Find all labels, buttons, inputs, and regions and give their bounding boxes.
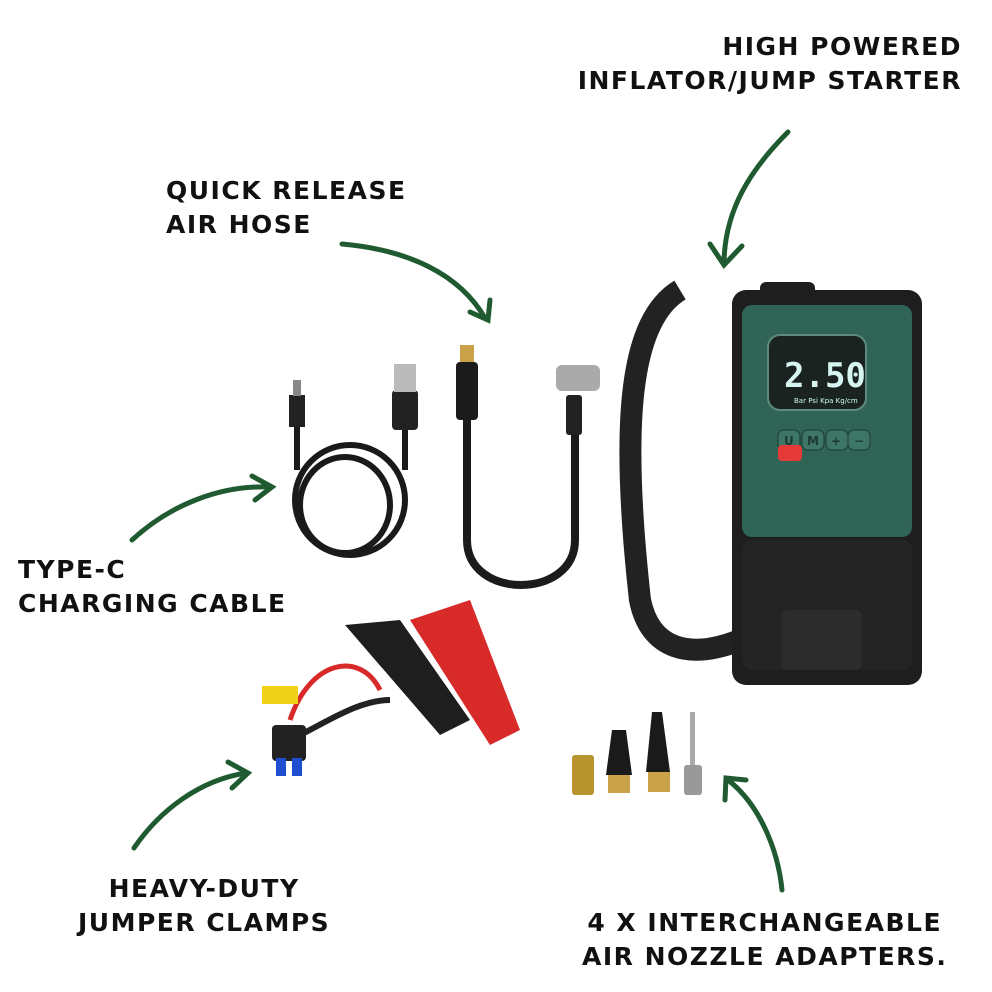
arrow-inflator (721, 129, 791, 265)
screen-units: Bar Psi Kpa Kg/cm (794, 397, 858, 405)
label-line: AIR HOSE (166, 210, 312, 239)
button-m: M (807, 434, 819, 448)
label-line: JUMPER CLAMPS (78, 908, 331, 937)
arrow-clamps (131, 770, 249, 851)
label-line: INFLATOR/JUMP STARTER (577, 66, 962, 95)
label-line: 4 X INTERCHANGEABLE (587, 908, 943, 937)
air-hose (456, 345, 600, 589)
label-line: AIR NOZZLE ADAPTERS. (582, 942, 948, 971)
label-line: HIGH POWERED (722, 32, 962, 61)
label-inflator: HIGH POWERED INFLATOR/JUMP STARTER (578, 30, 962, 98)
label-line: TYPE-C (18, 555, 127, 584)
button-plus: + (831, 434, 841, 448)
label-hose: QUICK RELEASE AIR HOSE (166, 174, 407, 242)
jumper-clamps (262, 600, 520, 776)
screen-reading: 2.50 (784, 356, 866, 396)
arrows (129, 129, 791, 893)
button-u: U (784, 434, 794, 448)
label-line: HEAVY-DUTY (108, 874, 300, 903)
label-line: CHARGING CABLE (18, 589, 287, 618)
label-cable: TYPE-C CHARGING CABLE (18, 553, 287, 621)
arrow-cable (129, 484, 273, 543)
arrow-hose (339, 241, 488, 321)
type-c-cable (289, 364, 418, 558)
label-line: QUICK RELEASE (166, 176, 407, 205)
inflator-jump-starter (619, 280, 922, 685)
button-minus: − (854, 434, 864, 448)
label-clamps: HEAVY-DUTY JUMPER CLAMPS (78, 872, 330, 940)
nozzle-adapters (572, 712, 702, 795)
arrow-nozzles (725, 777, 785, 893)
label-nozzles: 4 X INTERCHANGEABLE AIR NOZZLE ADAPTERS. (582, 906, 947, 974)
